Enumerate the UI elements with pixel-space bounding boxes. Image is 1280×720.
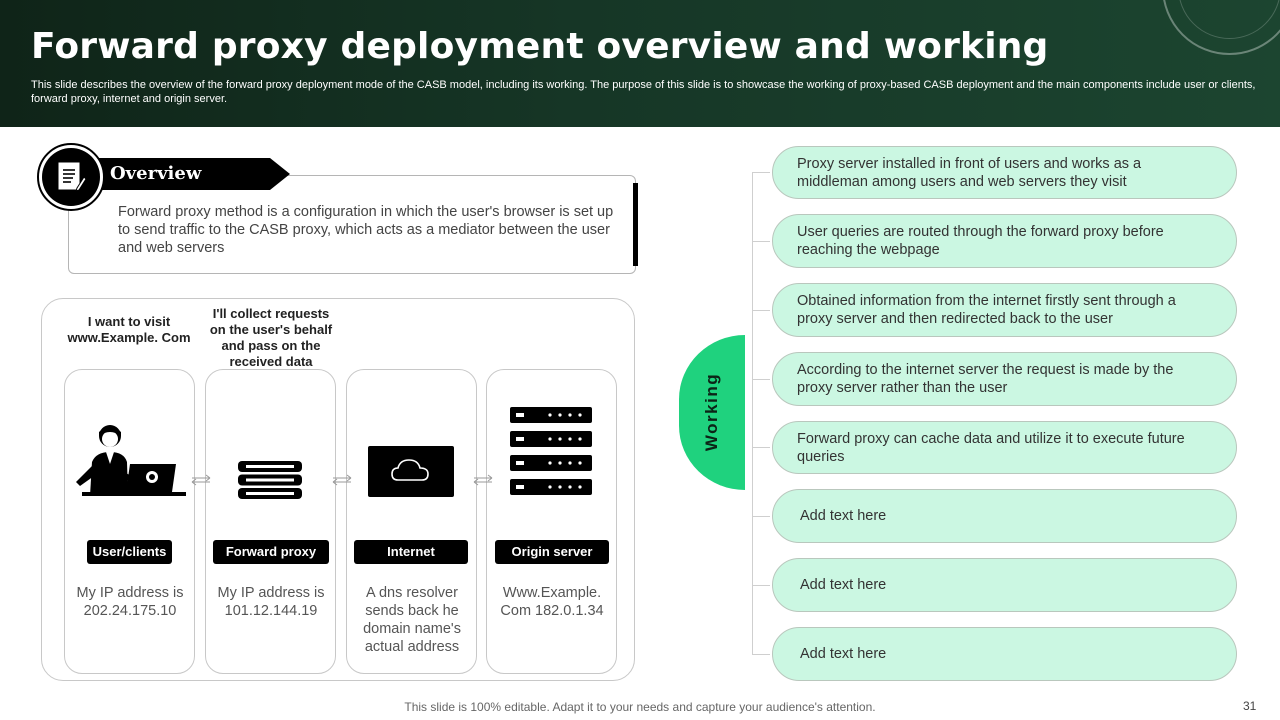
working-item-text: Add text here [800,646,887,662]
working-item: Forward proxy can cache data and utilize… [772,421,1237,474]
working-item-text: User queries are routed through the forw… [797,224,1164,258]
person-at-computer-icon [76,425,186,496]
page-number: 31 [1243,699,1257,713]
connector-tick [752,379,770,380]
server-rack-icon [510,407,592,495]
forward-proxy-card [205,369,336,674]
working-item-text: Proxy server installed in front of users… [797,155,1142,190]
connector-tick [752,447,770,448]
working-item: According to the internet server the req… [772,352,1237,406]
origin-server-label: Origin server [495,540,609,564]
connector-tick [752,654,770,655]
cloud-icon [368,446,454,497]
overview-text: Forward proxy method is a configuration … [118,204,614,256]
working-item-text: According to the internet server the req… [797,362,1174,396]
working-connector-line [752,172,753,655]
user-clients-desc: My IP address is 202.24.175.10 [76,585,184,619]
overview-box [68,175,636,274]
working-item: User queries are routed through the forw… [772,214,1237,268]
bidirectional-arrow-icon [473,474,493,486]
slide-header: Forward proxy deployment overview and wo… [0,0,1280,127]
working-label: Working [702,372,721,452]
connector-tick [752,172,770,173]
internet-card [346,369,477,674]
internet-label: Internet [354,540,468,564]
forward-proxy-label: Forward proxy [213,540,329,564]
working-item: Add text here [772,489,1237,543]
bidirectional-arrow-icon [332,474,352,486]
proxy-server-icon [238,461,302,499]
forward-proxy-desc: My IP address is 101.12.144.19 [217,585,325,619]
notepad-icon [58,162,87,192]
connector-tick [752,585,770,586]
working-item: Obtained information from the internet f… [772,283,1237,337]
internet-desc: A dns resolver sends back he domain name… [363,585,461,655]
overview-banner [98,158,290,190]
working-item: Proxy server installed in front of users… [772,146,1237,199]
bidirectional-arrow-icon [191,474,211,486]
proxy-caption: I'll collect requests on the user's beha… [209,306,333,369]
connector-tick [752,310,770,311]
slide-subtitle: This slide describes the overview of the… [31,79,1256,105]
user-clients-label: User/clients [87,540,172,564]
slide-title: Forward proxy deployment overview and wo… [31,26,1049,67]
working-item-text: Add text here [800,508,887,524]
working-item-text: Obtained information from the internet f… [797,293,1176,327]
working-item-text: Forward proxy can cache data and utilize… [797,430,1185,465]
user-caption: I want to visit www.Example. Com [67,314,191,345]
deployment-diagram [41,298,635,681]
connector-tick [752,516,770,517]
overview-label: Overview [110,163,202,184]
working-item-text: Add text here [800,577,887,593]
connector-tick [752,241,770,242]
working-item: Add text here [772,558,1237,612]
overview-accent-bar [633,183,638,266]
working-item: Add text here [772,627,1237,681]
user-clients-card [64,369,195,674]
origin-server-desc: Www.Example. Com 182.0.1.34 [500,585,604,619]
footer-note: This slide is 100% editable. Adapt it to… [404,700,876,714]
